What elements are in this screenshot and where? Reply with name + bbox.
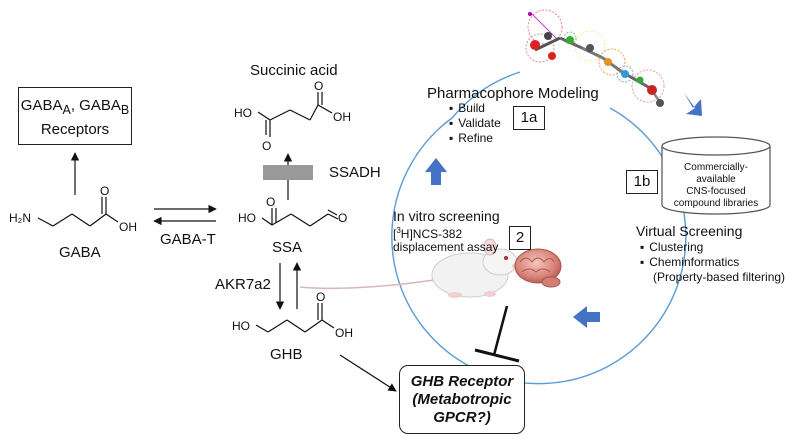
list-item: Clustering — [640, 240, 739, 255]
akr7a2-label: AKR7a2 — [215, 276, 271, 293]
virtual-screening-title: Virtual Screening — [636, 223, 743, 239]
gaba-label: GABA — [59, 244, 101, 261]
inhibition-line — [492, 305, 509, 356]
cycle-arrow-left — [425, 158, 447, 185]
succinic-acid-structure — [257, 92, 333, 137]
gaba-receptors-box: GABAA, GABAB Receptors — [18, 87, 132, 145]
pharmacophore-title: Pharmacophore Modeling — [427, 85, 599, 102]
gaba-receptors-line2: Receptors — [40, 121, 110, 138]
ssadh-bar — [263, 165, 313, 180]
pharmacophore-list: Build Validate Refine — [449, 101, 501, 146]
in-vitro-title: In vitro screening — [393, 208, 500, 224]
rat-icon — [299, 238, 520, 298]
ghb-label: GHB — [270, 346, 303, 363]
gaba-structure — [37, 197, 119, 227]
succinic-oh: OH — [333, 110, 351, 124]
receptor-line1: GHB Receptor — [410, 373, 514, 390]
database-cylinder-icon — [661, 136, 771, 215]
ssa-o2: O — [338, 211, 347, 225]
gaba-oh: OH — [119, 220, 137, 234]
gaba-h2n: H₂N — [9, 211, 31, 225]
molecule-model-icon — [525, 9, 665, 107]
assay-line2: displacement assay — [393, 240, 499, 254]
list-item: Refine — [449, 131, 501, 146]
cycle-arrow-right — [684, 93, 702, 116]
ssadh-label: SSADH — [329, 164, 381, 181]
ssa-ho: HO — [238, 211, 256, 225]
library-text: Commercially-available CNS-focused compo… — [673, 162, 759, 209]
gaba-t-label: GABA-T — [160, 231, 216, 248]
inhibition-bar — [474, 348, 520, 363]
tag-1a: 1a — [513, 106, 545, 130]
arrow-ghb-to-receptor — [339, 354, 397, 392]
list-item: Cheminformatics — [640, 255, 739, 270]
cycle-arrow-bottom — [573, 306, 600, 328]
succinic-o2: O — [314, 79, 323, 93]
list-item: Build — [449, 101, 501, 116]
list-item: Validate — [449, 116, 500, 131]
ssa-label: SSA — [272, 239, 303, 256]
assay-line1: [3H]NCS-382 — [393, 226, 463, 241]
ghb-receptor-box: GHB Receptor (Metabotropic GPCR?) — [399, 365, 525, 434]
ghb-o: O — [316, 290, 325, 304]
succinic-o1: O — [262, 139, 271, 153]
tag-1b: 1b — [626, 170, 658, 194]
receptor-line2: (Metabotropic — [412, 391, 512, 408]
gaba-o: O — [100, 184, 109, 198]
gaba-receptors-label: GABAA, GABAB — [20, 97, 130, 117]
succinic-ho: HO — [234, 106, 252, 120]
tag-2: 2 — [509, 226, 531, 250]
brain-icon — [514, 248, 562, 288]
ssa-structure — [261, 208, 339, 227]
ghb-structure — [255, 303, 335, 333]
receptor-line3: GPCR?) — [433, 409, 491, 426]
ghb-ho: HO — [232, 319, 250, 333]
virtual-screening-list: Clustering Cheminformatics — [640, 240, 739, 270]
succinic-acid-label: Succinic acid — [250, 62, 338, 79]
virtual-screening-extra: (Property-based filtering) — [653, 270, 786, 284]
ghb-oh: OH — [335, 326, 353, 340]
ssa-o1: O — [266, 195, 275, 209]
